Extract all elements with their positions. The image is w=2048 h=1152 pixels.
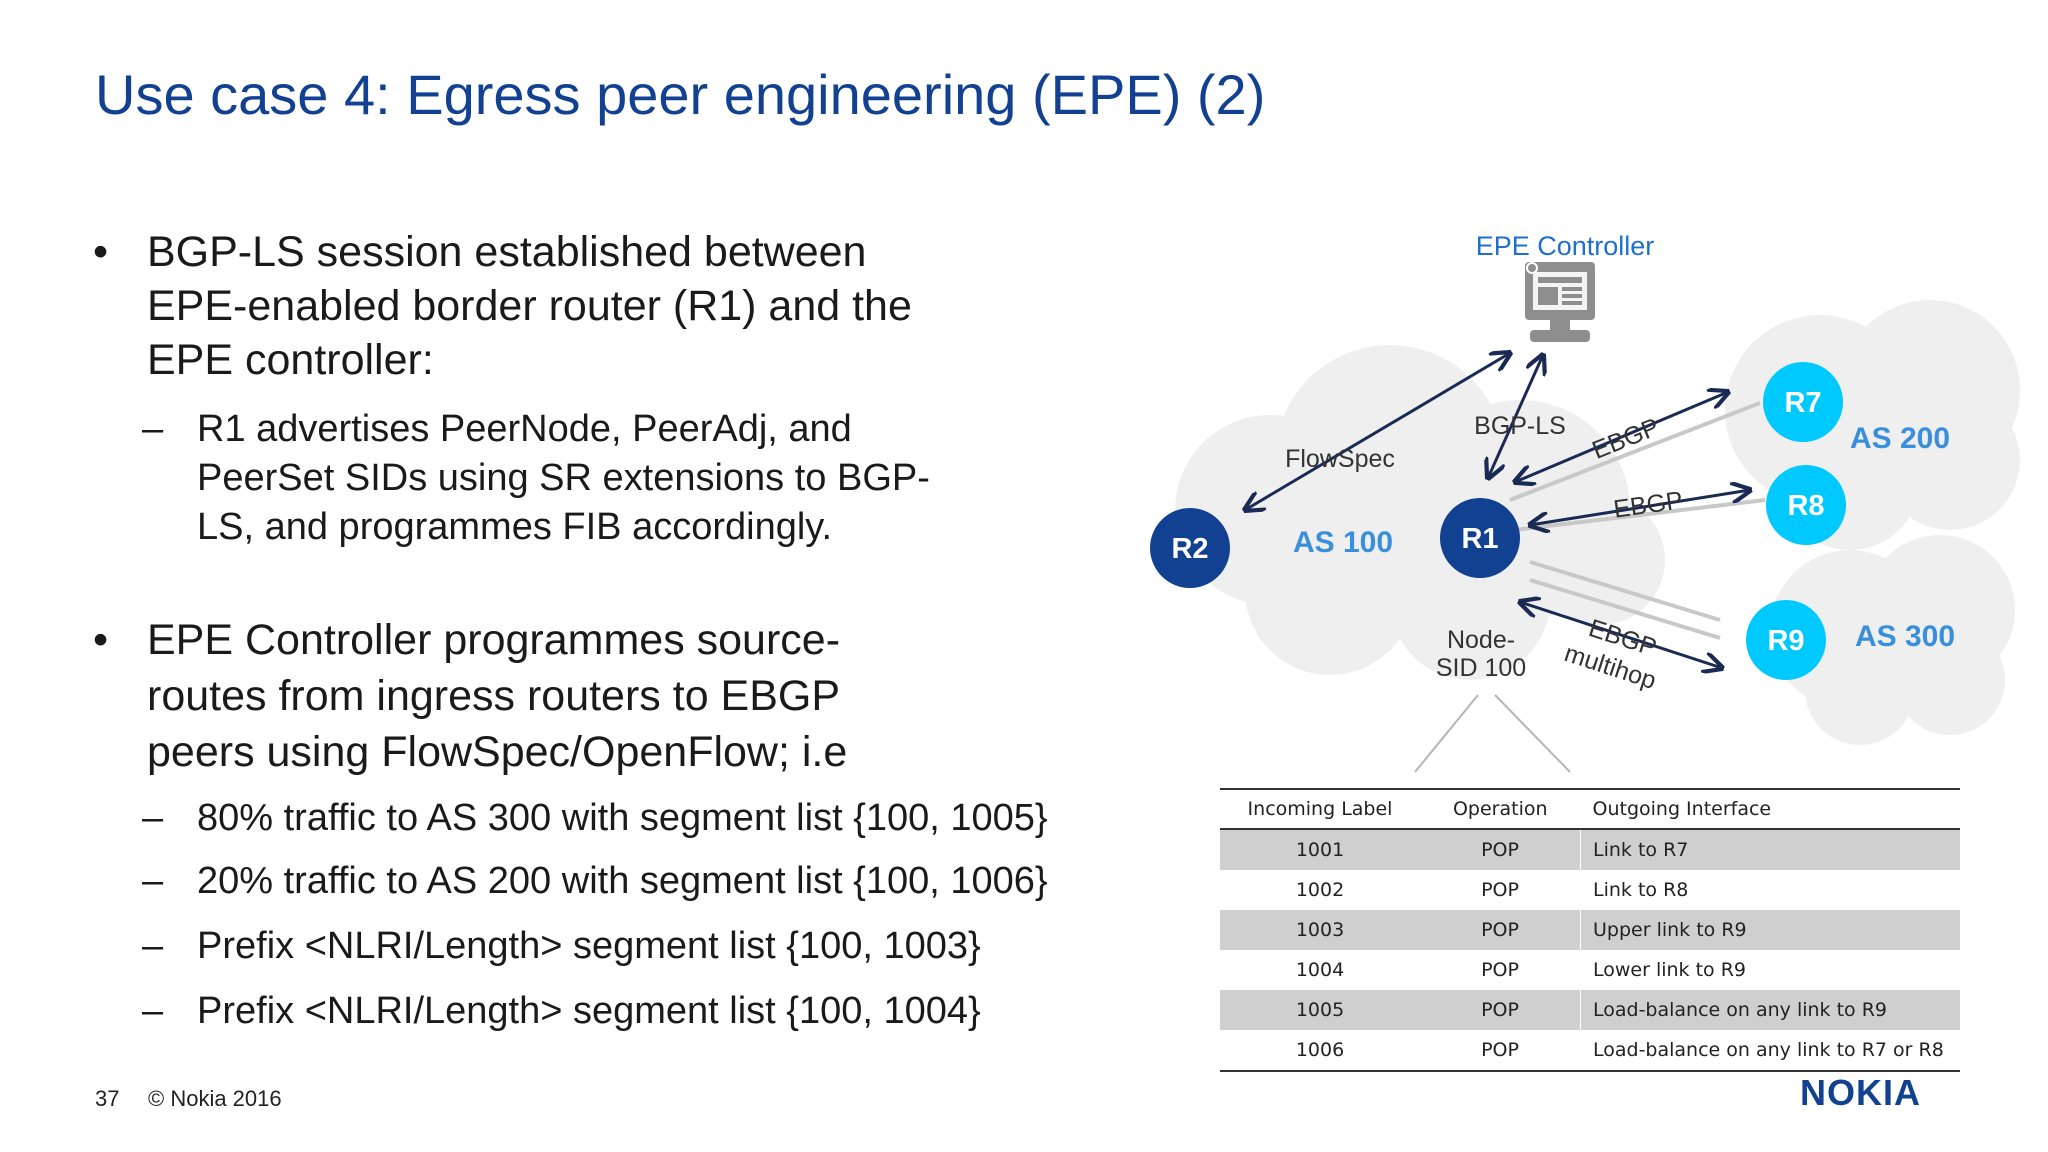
cell-operation: POP bbox=[1420, 910, 1581, 950]
cell-interface: Upper link to R9 bbox=[1580, 910, 1960, 950]
as100-label: AS 100 bbox=[1293, 526, 1393, 559]
cell-operation: POP bbox=[1420, 990, 1581, 1030]
sub-bullet-2d-text: Prefix <NLRI/Length> segment list {100, … bbox=[197, 990, 981, 1032]
cell-operation: POP bbox=[1481, 879, 1519, 901]
slide-title: Use case 4: Egress peer engineering (EPE… bbox=[95, 63, 1266, 126]
table-header-row: Incoming Label Operation Outgoing Interf… bbox=[1220, 788, 1960, 830]
as200-label: AS 200 bbox=[1850, 422, 1950, 455]
dash-marker: – bbox=[142, 925, 164, 967]
sub-bullet-2a: – 80% traffic to AS 300 with segment lis… bbox=[142, 795, 1048, 841]
dash-marker: – bbox=[142, 408, 164, 450]
bullet-marker: • bbox=[93, 616, 109, 664]
callout-line-right bbox=[1494, 694, 1571, 773]
cell-label: 1004 bbox=[1295, 959, 1345, 981]
copyright: © Nokia 2016 bbox=[148, 1086, 282, 1111]
table-row: 1005 POP Load-balance on any link to R9 bbox=[1220, 990, 1960, 1030]
cell-interface: Load-balance on any link to R7 or R8 bbox=[1580, 1030, 1960, 1072]
cell-interface: Link to R7 bbox=[1580, 829, 1960, 870]
bgpls-label: BGP-LS bbox=[1474, 412, 1566, 440]
table-row: 1004 POP Lower link to R9 bbox=[1220, 950, 1960, 990]
controller-icon bbox=[1525, 262, 1595, 342]
cell-label: 1001 bbox=[1220, 829, 1420, 870]
dash-marker: – bbox=[142, 797, 164, 839]
controller-label: EPE Controller bbox=[1476, 231, 1655, 261]
sub-bullet-2b: – 20% traffic to AS 200 with segment lis… bbox=[142, 858, 1048, 904]
cell-interface: Load-balance on any link to R9 bbox=[1580, 990, 1960, 1030]
cell-interface: Link to R8 bbox=[1580, 870, 1960, 910]
cell-operation: POP bbox=[1420, 829, 1581, 870]
node-sid-line1: Node- bbox=[1447, 626, 1515, 654]
node-r1: R1 bbox=[1440, 498, 1520, 578]
sub-bullet-2b-text: 20% traffic to AS 200 with segment list … bbox=[197, 860, 1048, 902]
header-operation: Operation bbox=[1420, 788, 1581, 830]
callout-line-left bbox=[1414, 694, 1479, 773]
sub-bullet-2d: – Prefix <NLRI/Length> segment list {100… bbox=[142, 988, 981, 1034]
ebgp-multihop-arrow bbox=[1520, 602, 1722, 668]
bullet-1: • BGP-LS session established between EPE… bbox=[93, 225, 915, 387]
cell-operation: POP bbox=[1481, 959, 1519, 981]
table-row: 1006 POP Load-balance on any link to R7 … bbox=[1220, 1030, 1960, 1072]
sub-bullet-2c: – Prefix <NLRI/Length> segment list {100… bbox=[142, 923, 981, 969]
bullet-2-text: EPE Controller programmes source-routes … bbox=[147, 616, 848, 776]
flowspec-arrow bbox=[1245, 353, 1510, 510]
cell-label: 1006 bbox=[1220, 1030, 1420, 1072]
cell-label: 1003 bbox=[1220, 910, 1420, 950]
sub-bullet-1-text: R1 advertises PeerNode, PeerAdj, and Pee… bbox=[197, 408, 930, 548]
node-r2-label: R2 bbox=[1171, 533, 1208, 565]
node-r7: R7 bbox=[1763, 362, 1843, 442]
node-r7-label: R7 bbox=[1784, 387, 1821, 419]
sub-bullet-2c-text: Prefix <NLRI/Length> segment list {100, … bbox=[197, 925, 981, 967]
flowspec-label: FlowSpec bbox=[1285, 445, 1395, 473]
table-row: 1002 POP Link to R8 bbox=[1220, 870, 1960, 910]
dash-marker: – bbox=[142, 990, 164, 1032]
node-r1-label: R1 bbox=[1461, 523, 1498, 555]
bullet-2: • EPE Controller programmes source-route… bbox=[93, 612, 915, 780]
fib-table: Incoming Label Operation Outgoing Interf… bbox=[1220, 788, 1960, 1072]
ebgp-arrow-r8 bbox=[1530, 490, 1750, 525]
page-number: 37 bbox=[95, 1086, 120, 1111]
node-sid-line2: SID 100 bbox=[1436, 654, 1526, 682]
as300-label: AS 300 bbox=[1855, 620, 1955, 653]
bullet-marker: • bbox=[93, 228, 109, 276]
header-outgoing-interface: Outgoing Interface bbox=[1580, 788, 1960, 830]
sub-bullet-2a-text: 80% traffic to AS 300 with segment list … bbox=[197, 797, 1048, 839]
cell-label: 1005 bbox=[1220, 990, 1420, 1030]
table-row: 1001 POP Link to R7 bbox=[1220, 829, 1960, 870]
node-r8: R8 bbox=[1766, 465, 1846, 545]
header-incoming-label: Incoming Label bbox=[1220, 788, 1420, 830]
node-r2: R2 bbox=[1150, 508, 1230, 588]
cell-operation: POP bbox=[1420, 1030, 1581, 1072]
table-row: 1003 POP Upper link to R9 bbox=[1220, 910, 1960, 950]
ebgp-arrow-r7 bbox=[1515, 392, 1728, 482]
sub-bullet-1: – R1 advertises PeerNode, PeerAdj, and P… bbox=[142, 405, 945, 552]
cell-interface: Lower link to R9 bbox=[1580, 950, 1960, 990]
node-r9-label: R9 bbox=[1767, 625, 1804, 657]
node-r8-label: R8 bbox=[1787, 490, 1824, 522]
nokia-logo: NOKIA bbox=[1800, 1072, 1921, 1113]
bullet-1-text: BGP-LS session established between EPE-e… bbox=[147, 228, 912, 384]
node-r9: R9 bbox=[1746, 600, 1826, 680]
cell-label: 1002 bbox=[1295, 879, 1345, 901]
dash-marker: – bbox=[142, 860, 164, 902]
